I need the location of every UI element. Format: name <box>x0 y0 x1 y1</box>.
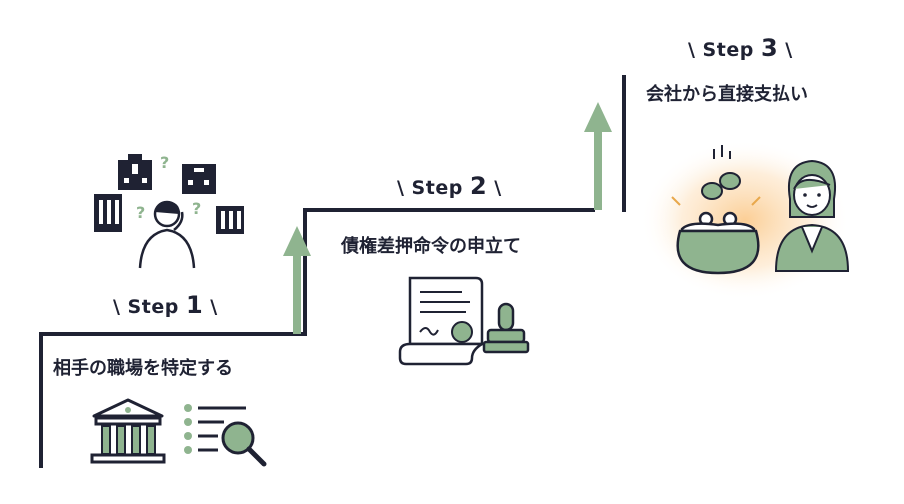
document-seal-icon <box>398 276 487 366</box>
step-3-label: \ Step 3 \ <box>688 34 793 62</box>
person-thinking-icon <box>138 200 196 269</box>
search-list-icon <box>184 404 267 467</box>
step-2-label: \ Step 2 \ <box>397 172 502 200</box>
buildings-question-icon: ? ? ? <box>94 153 244 269</box>
svg-text:?: ? <box>136 203 145 222</box>
step-1-label: \ Step 1 \ <box>113 291 218 319</box>
arrow-up-icon <box>584 102 612 210</box>
step-3-title: 会社から直接支払い <box>646 84 808 105</box>
courthouse-icon <box>90 398 166 464</box>
svg-text:?: ? <box>160 153 169 172</box>
woman-icon <box>774 159 850 272</box>
stamp-icon <box>482 302 530 354</box>
svg-text:?: ? <box>192 199 201 218</box>
step-1-title: 相手の職場を特定する <box>53 358 233 379</box>
arrow-up-icon <box>283 226 311 334</box>
step-2-title: 債権差押命令の申立て <box>341 236 521 257</box>
